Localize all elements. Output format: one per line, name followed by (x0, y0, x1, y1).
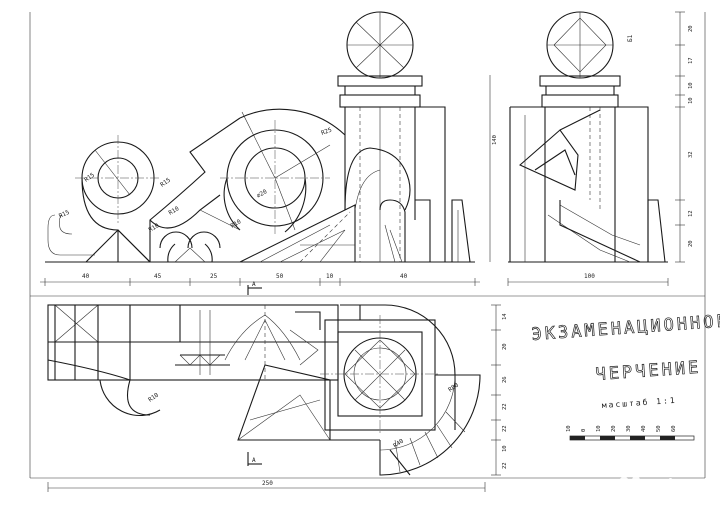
front-radius-label: R10 (148, 222, 161, 234)
scale-tick-label: 40 (641, 425, 647, 432)
side-right-dim: 10 (688, 82, 694, 89)
front-radius-label: ⌀20 (256, 188, 269, 200)
watermark: Avito (618, 475, 689, 494)
front-radius-label: R15 (83, 171, 96, 183)
scale-tick-label: 30 (626, 425, 632, 432)
section-mark: А (252, 457, 256, 464)
front-radius-label: R15 (159, 176, 172, 188)
front-radius-label: R15 (58, 209, 71, 220)
section-mark: А (252, 281, 256, 288)
top-right-dim: 22 (502, 462, 508, 469)
top-radius-label: R80 (447, 381, 460, 393)
top-right-dim: 20 (502, 343, 508, 350)
top-radius-label: R10 (147, 391, 160, 403)
front-bottom-dim: 40 (400, 273, 408, 280)
front-bottom-dim: 25 (210, 273, 218, 280)
front-bottom-dim: 45 (154, 273, 162, 280)
front-height-dim: 140 (492, 135, 498, 145)
side-corner-mark: Б1 (627, 34, 634, 42)
front-bottom-dim: 50 (276, 273, 284, 280)
top-right-dim: 26 (502, 376, 508, 383)
top-right-dim: 14 (502, 313, 508, 320)
side-right-dim: 17 (688, 57, 694, 64)
scale-bar (569, 435, 695, 441)
scale-tick-label: 20 (611, 425, 617, 432)
front-view (40, 11, 491, 286)
side-right-dim: 10 (688, 97, 694, 104)
top-radius-label: R40 (392, 437, 405, 449)
side-right-dim: 20 (688, 240, 694, 247)
side-bottom-dim: 100 (584, 273, 595, 280)
scale-tick-label: 0 (581, 429, 587, 432)
watermark-brand: Avito (647, 475, 689, 494)
front-bottom-dim: 10 (326, 273, 334, 280)
front-bottom-dim: 40 (82, 273, 90, 280)
scale-tick-label: 50 (656, 425, 662, 432)
scale-tick-label: 60 (671, 425, 677, 432)
side-right-dim: 20 (688, 25, 694, 32)
side-view (507, 11, 685, 286)
top-bottom-dim: 250 (262, 480, 273, 487)
front-radius-label: R10 (230, 218, 243, 230)
scale-tick-label: 10 (596, 425, 602, 432)
side-right-dim: 32 (688, 151, 694, 158)
front-radius-label: R25 (320, 126, 333, 136)
title-line-2: ЧЕРЧЕНИЕ (595, 358, 702, 385)
top-right-dim: 10 (502, 445, 508, 452)
top-view (47, 285, 501, 492)
sheet-frame (29, 12, 706, 479)
scale-tick-labels: 10 0 10 20 30 40 50 60 (566, 425, 677, 432)
scale-tick-label: 10 (566, 425, 572, 432)
scale-caption: масштаб 1:1 (601, 395, 676, 410)
title-line-1: ЭКЗАМЕНАЦИОННОЕ (531, 311, 720, 345)
front-radius-label: R10 (168, 205, 181, 217)
side-right-dim: 12 (688, 210, 694, 217)
top-right-dim: 22 (502, 425, 508, 432)
top-right-dim: 22 (502, 403, 508, 410)
